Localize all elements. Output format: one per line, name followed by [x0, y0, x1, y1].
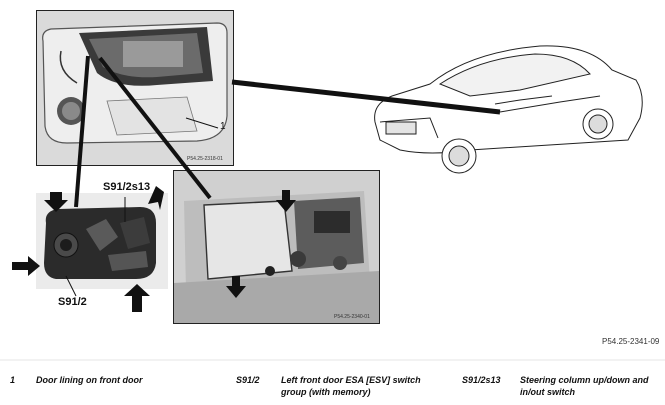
legend-code: S91/2s13 — [462, 375, 501, 385]
arrow-lining-bottom — [226, 276, 246, 298]
arrow-bottom — [124, 284, 150, 312]
callout-1-label: 1 — [220, 121, 226, 132]
legend-code: S91/2 — [236, 375, 260, 385]
door-lining-drawing — [174, 171, 379, 323]
arrow-lining-top — [276, 190, 296, 212]
connector-door-to-car — [231, 79, 501, 115]
legend-text: Door lining on front door — [36, 375, 143, 385]
legend-code: 1 — [10, 375, 16, 385]
car-illustration — [374, 45, 643, 174]
figure-id: P54.25-2341-09 — [602, 337, 660, 346]
connector-door-to-switch — [74, 55, 90, 208]
callout-1-line — [185, 117, 219, 129]
lining-photo-ref: P54.25-2340-01 — [334, 314, 370, 320]
arrow-left — [12, 256, 40, 276]
legend-text: Steering column up/down and in/out switc… — [520, 375, 649, 397]
arrow-top-right — [148, 186, 164, 210]
label-s91-2: S91/2 — [58, 296, 87, 308]
door-photo-ref: P54.25-2318-01 — [187, 156, 223, 162]
label-s91-2s13: S91/2s13 — [103, 181, 151, 193]
arrow-top-left — [44, 192, 68, 212]
callout-s91-line — [65, 275, 77, 297]
legend-text: Left front door ESA [ESV] switch group (… — [281, 375, 421, 397]
connector-door-to-lining — [98, 56, 212, 200]
switch-group-photo — [36, 193, 168, 289]
